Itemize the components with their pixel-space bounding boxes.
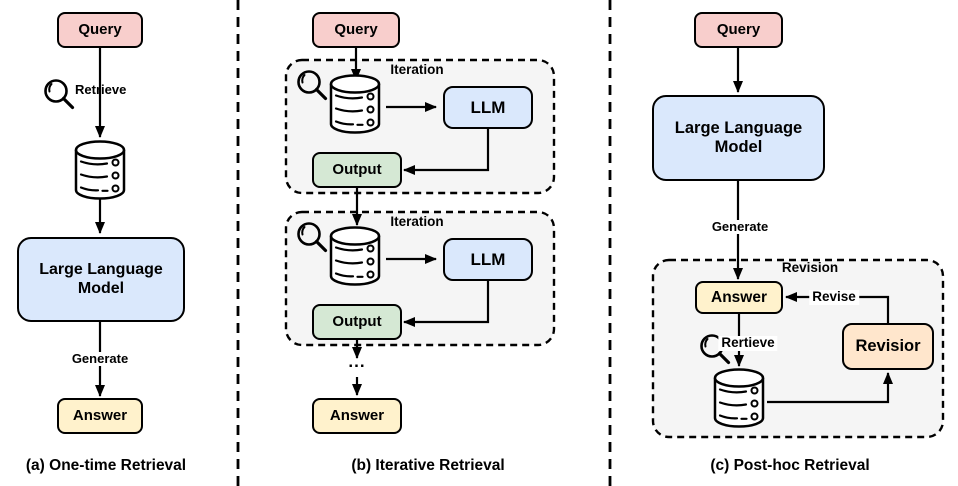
caption-a: (a) One-time Retrieval — [25, 457, 187, 474]
iteration-label-2: Iteration — [390, 214, 444, 229]
magnifier-icon-a — [43, 78, 75, 110]
database-icon-c — [713, 368, 765, 428]
answer-box-c: Answer — [695, 281, 783, 314]
revise-label-c: Revise — [809, 289, 859, 305]
generate-label-a: Generate — [68, 351, 132, 367]
query-box-b: Query — [312, 12, 400, 48]
answer-box-b: Answer — [312, 398, 402, 434]
retrieve-label-a: Retrieve — [75, 82, 127, 97]
llm-box-b2: LLM — [443, 238, 533, 281]
arrow-db-to-revisor-c — [767, 372, 893, 404]
database-icon-a — [74, 140, 126, 200]
query-box-c: Query — [694, 12, 783, 48]
llm-box-a: Large Language Model — [17, 237, 185, 322]
arrow-llm-to-output-b2 — [403, 281, 490, 327]
query-box-a: Query — [57, 12, 143, 48]
database-icon-b2 — [329, 226, 381, 286]
caption-c: (c) Post-hoc Retrieval — [710, 457, 870, 474]
generate-label-c: Generate — [708, 219, 772, 235]
ellipsis-label-b: ... — [348, 352, 366, 371]
retrieve-label-c: Rertieve — [718, 335, 778, 351]
iteration-label-1: Iteration — [390, 62, 444, 77]
revision-label-c: Revision — [781, 260, 839, 275]
output-box-b2: Output — [312, 304, 402, 340]
revisor-box-c: Revisior — [842, 323, 934, 370]
llm-box-c: Large Language Model — [652, 95, 825, 181]
caption-b: (b) Iterative Retrieval — [351, 457, 505, 474]
answer-box-a: Answer — [57, 398, 143, 434]
database-icon-b1 — [329, 74, 381, 134]
llm-box-b1: LLM — [443, 86, 533, 129]
arrow-llm-to-output-b1 — [403, 129, 490, 175]
output-box-b1: Output — [312, 152, 402, 188]
